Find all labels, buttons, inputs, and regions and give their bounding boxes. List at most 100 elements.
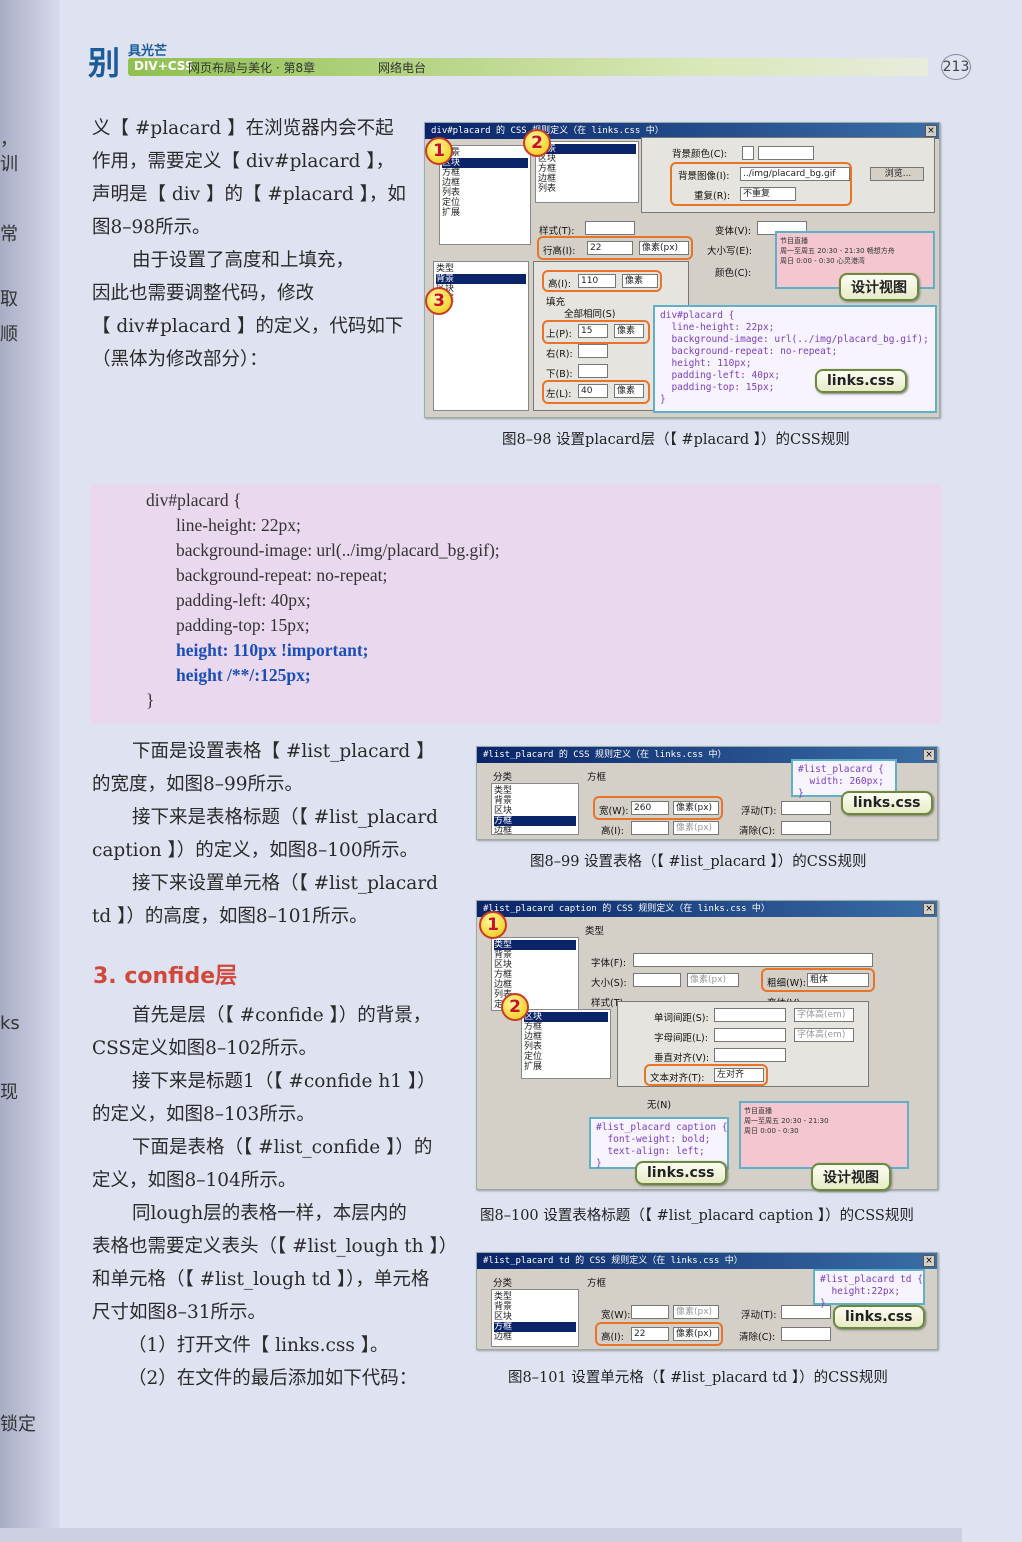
variant-label: 变体(V): — [715, 226, 752, 237]
bg-image-input[interactable]: ../img/placard_bg.gif — [740, 167, 850, 181]
gutter-char: 取 — [0, 289, 18, 310]
float-select[interactable] — [781, 801, 831, 815]
clear-select[interactable] — [781, 821, 831, 835]
code-line: line-height: 22px; — [176, 515, 301, 535]
chapter-title: 网页布局与美化 · 第8章 — [188, 61, 316, 75]
text-line: 因此也需要调整代码，修改 — [92, 283, 315, 304]
figure-8-100: #list_placard caption 的 CSS 规则定义（在 links… — [476, 900, 938, 1191]
left-page-gutter: ， 训 常 取 顺 ks 现 锁定 — [0, 0, 66, 1542]
list-item-selected: 背景 — [436, 274, 526, 284]
book-title: DIV+CSS — [134, 59, 194, 73]
letter-spacing-select[interactable] — [714, 1028, 786, 1042]
highlight-box — [761, 968, 875, 992]
style-label: 样式(T): — [539, 226, 575, 237]
width-input[interactable]: 260 — [631, 801, 669, 815]
section-heading: 3. confide层 — [93, 964, 238, 989]
highlight-box — [595, 1322, 723, 1346]
list-item: 扩展 — [524, 1062, 543, 1072]
text-line: 同lough层的表格一样，本层内的 — [132, 1203, 407, 1224]
block-panel: 单词间距(S): 字体高(em) 字母间距(L): 字体高(em) 垂直对齐(V… — [617, 1001, 869, 1087]
gutter-char: 现 — [0, 1082, 18, 1103]
text-line: caption 】）的定义，如图8–100所示。 — [92, 840, 419, 861]
padding-left-input[interactable]: 40 — [578, 384, 608, 398]
repeat-label: 重复(R): — [694, 191, 731, 202]
code-line: background-repeat: no-repeat; — [176, 565, 388, 585]
vertical-align-select[interactable] — [714, 1048, 786, 1062]
float-select[interactable] — [781, 1305, 831, 1319]
width-unit[interactable]: 像素(px) — [673, 801, 719, 815]
text-align-label: 文本对齐(T): — [650, 1073, 705, 1084]
highlight-box — [593, 796, 723, 820]
paragraph-7: 接下来是标题1（【 #confide h1 】） 的定义，如图8–103所示。 — [92, 1065, 462, 1131]
padding-top-input[interactable]: 15 — [578, 324, 608, 338]
design-preview: 节目直播 周一至周五 20:30 - 21:30 周日 0:00 - 0:30 — [739, 1101, 909, 1169]
width-label: 宽(W): — [601, 1310, 631, 1321]
list-item: 背景 — [442, 148, 528, 158]
dialog-titlebar: div#placard 的 CSS 规则定义（在 links.css 中） — [425, 123, 939, 139]
text-line: 定义，如图8–104所示。 — [92, 1170, 297, 1191]
bg-color-input[interactable] — [758, 146, 814, 160]
list-item: 扩展 — [442, 208, 461, 218]
step-list: （1）打开文件【 links.css 】。 （2）在文件的最后添加如下代码： — [92, 1329, 467, 1395]
clear-label: 清除(C): — [739, 826, 776, 837]
case-label: 大小写(E): — [707, 246, 753, 257]
paragraph-4: 接下来是表格标题（【 #list_placard caption 】）的定义，如… — [92, 801, 462, 867]
close-icon: × — [923, 1255, 935, 1267]
height-input[interactable]: 110 — [578, 274, 616, 288]
size-select[interactable] — [633, 973, 681, 987]
gutter-char: 锁定 — [0, 1414, 36, 1435]
repeat-select[interactable]: 不重复 — [740, 187, 796, 201]
width-input[interactable] — [631, 1305, 669, 1319]
text-line: 尺寸如图8–31所示。 — [92, 1302, 267, 1323]
step-item: （1）打开文件【 links.css 】。 — [128, 1335, 389, 1356]
height-unit[interactable]: 像素 — [622, 274, 658, 288]
text-align-select[interactable]: 左对齐 — [714, 1068, 764, 1082]
width-unit[interactable]: 像素(px) — [673, 1305, 719, 1319]
list-item: 边框 — [494, 980, 513, 990]
padding-bottom-input[interactable] — [578, 364, 608, 378]
font-select[interactable] — [633, 953, 873, 967]
height-unit[interactable]: 像素(px) — [673, 821, 719, 835]
paragraph-5: 接下来设置单元格（【 #list_placard td 】）的高度，如图8–10… — [92, 867, 462, 933]
padding-right-input[interactable] — [578, 344, 608, 358]
text-line: 声明是【 div 】的【 #placard 】，如 — [92, 184, 406, 205]
weight-label: 粗细(W): — [767, 978, 807, 989]
list-item-selected: 背景 — [538, 144, 636, 154]
word-spacing-unit[interactable]: 字体高(em) — [794, 1008, 854, 1022]
height-label: 高(I): — [601, 1332, 624, 1343]
clear-select[interactable] — [781, 1327, 831, 1341]
category-heading: 分类 — [493, 772, 513, 783]
code-block: div#placard { line-height: 22px; backgro… — [90, 484, 942, 724]
height-unit[interactable]: 像素(px) — [673, 1327, 719, 1341]
weight-select[interactable]: 粗体 — [807, 973, 869, 987]
list-item: 背景 — [494, 1302, 513, 1312]
list-item: 列表 — [524, 1042, 543, 1052]
step-badge-1: 1 — [479, 911, 507, 939]
browse-button[interactable]: 浏览... — [870, 167, 924, 181]
gutter-char: 顺 — [0, 324, 18, 345]
height-input[interactable] — [631, 821, 669, 835]
word-spacing-select[interactable] — [714, 1008, 786, 1022]
step-badge-3: 3 — [425, 287, 453, 315]
line-height-unit[interactable]: 像素(px) — [639, 241, 689, 255]
text-line: CSS定义如图8–102所示。 — [92, 1038, 318, 1059]
list-item: 边框 — [442, 178, 461, 188]
padding-top-unit[interactable]: 像素 — [614, 324, 644, 338]
paragraph-3: 下面是设置表格【 #list_placard 】 的宽度，如图8–99所示。 — [92, 735, 462, 801]
letter-spacing-unit[interactable]: 字体高(em) — [794, 1028, 854, 1042]
bg-color-swatch[interactable] — [742, 146, 754, 160]
list-item: 背景 — [494, 796, 513, 806]
padding-left-unit[interactable]: 像素 — [614, 384, 644, 398]
size-unit[interactable]: 像素(px) — [687, 973, 739, 987]
list-item: 边框 — [494, 1332, 513, 1342]
font-label: 字体(F): — [591, 958, 627, 969]
text-line: 和单元格（【 #list_lough td 】），单元格 — [92, 1269, 430, 1290]
figure-8-98: div#placard 的 CSS 规则定义（在 links.css 中） × … — [424, 122, 940, 418]
word-spacing-label: 单词间距(S): — [654, 1013, 709, 1024]
line-height-input[interactable]: 22 — [587, 241, 633, 255]
style-label: 样式(T): — [591, 998, 627, 1009]
height-input[interactable]: 22 — [631, 1327, 669, 1341]
list-item: 方框 — [442, 168, 461, 178]
list-item-selected: 区块 — [524, 1012, 608, 1022]
style-select[interactable] — [585, 221, 635, 235]
